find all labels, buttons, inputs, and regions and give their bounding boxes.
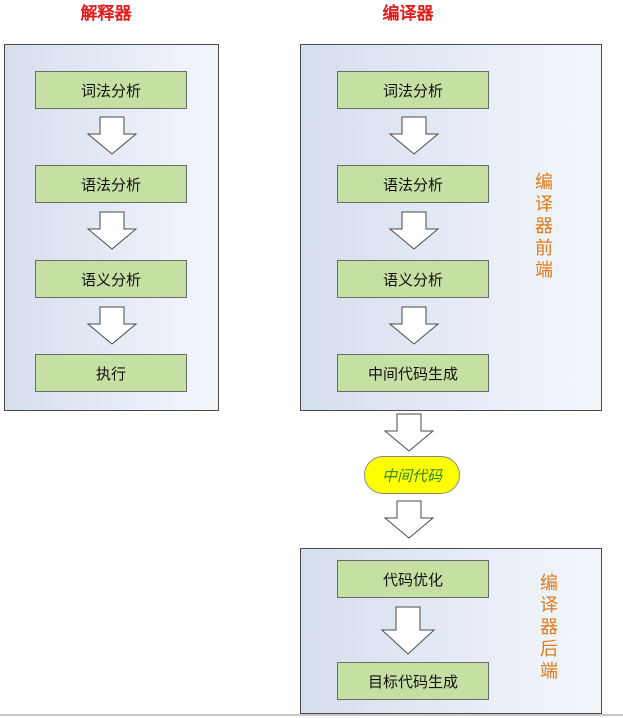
intermediate-code-pill: 中间代码 xyxy=(364,456,460,494)
compiler-frontend-label: 编译器前端 xyxy=(535,172,553,281)
compiler-step-syntax: 语法分析 xyxy=(337,165,489,203)
down-arrow-icon xyxy=(380,606,436,655)
down-arrow-icon xyxy=(388,211,440,250)
down-arrow-icon xyxy=(388,306,440,345)
down-arrow-icon xyxy=(86,211,138,250)
down-arrow-icon xyxy=(383,500,435,539)
bottom-divider xyxy=(0,714,623,716)
interpreter-step-semantic: 语义分析 xyxy=(35,260,187,298)
down-arrow-icon xyxy=(383,413,435,452)
compiler-step-lexical: 词法分析 xyxy=(337,71,489,109)
down-arrow-icon xyxy=(388,116,440,155)
compiler-step-ir-generation: 中间代码生成 xyxy=(337,354,489,392)
compiler-step-semantic: 语义分析 xyxy=(337,260,489,298)
compiler-backend-label: 编译器后端 xyxy=(540,573,558,682)
interpreter-step-execute: 执行 xyxy=(35,354,187,392)
compiler-step-target-code: 目标代码生成 xyxy=(337,662,489,700)
down-arrow-icon xyxy=(86,116,138,155)
interpreter-step-lexical: 词法分析 xyxy=(35,71,187,109)
interpreter-title: 解释器 xyxy=(80,4,132,24)
interpreter-step-syntax: 语法分析 xyxy=(35,165,187,203)
compiler-step-optimization: 代码优化 xyxy=(337,560,489,598)
down-arrow-icon xyxy=(86,306,138,345)
compiler-title: 编译器 xyxy=(382,4,434,24)
